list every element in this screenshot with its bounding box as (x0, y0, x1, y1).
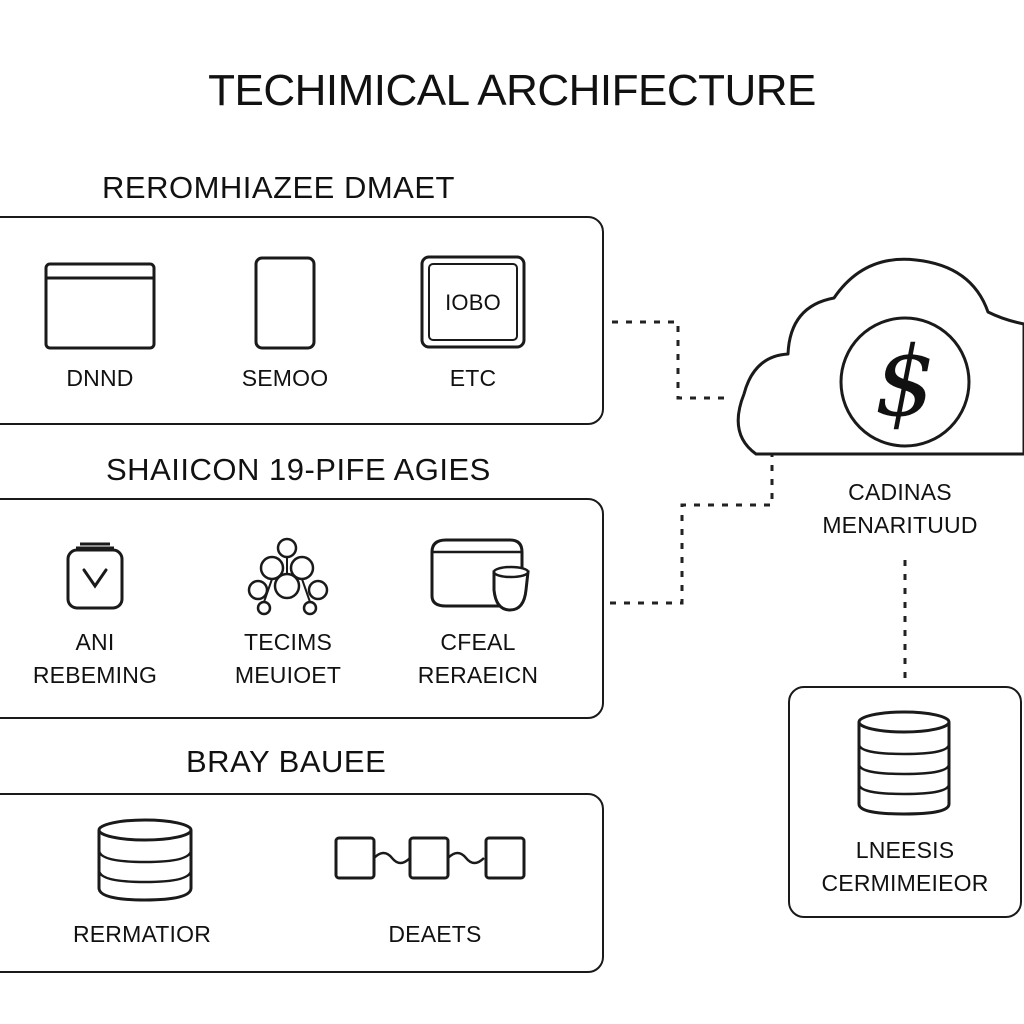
linked-nodes-icon (334, 836, 528, 882)
mobile-device-icon (254, 256, 316, 350)
caption-terminal: ETC (449, 365, 497, 391)
store-panel (788, 686, 1022, 918)
storage-drive-icon (430, 536, 530, 616)
caption-molecule: TECIMS MEUIOET (234, 629, 342, 688)
connector-top-to-cloud (612, 320, 725, 400)
caption-storage: CFEAL RERAEICN (417, 629, 539, 688)
section-label-bottom: BRAY BAUEE (186, 744, 387, 779)
database-cylinder-icon (96, 818, 194, 902)
caption-mobile: SEMOO (241, 365, 329, 391)
terminal-box-icon (420, 255, 526, 349)
section-label-top: REROMHIAZEE DMAET (102, 170, 455, 205)
browser-window-icon (44, 262, 156, 350)
molecule-cluster-icon (244, 538, 334, 618)
shield-container-icon (66, 536, 124, 610)
caption-shield: ANI REBEMING (32, 629, 158, 688)
caption-browser: DNND (66, 365, 134, 391)
connector-middle-to-cloud (610, 455, 774, 605)
caption-linked-nodes: DEAETS (388, 921, 482, 947)
section-panel-bottom (0, 793, 604, 973)
caption-store: LNEESIS CERMIMEIEOR (821, 837, 989, 896)
caption-cloud: CADINAS MENARITUUD (822, 479, 978, 538)
section-label-middle: SHAIICON 19-PIFE AGIES (106, 452, 491, 487)
currency-symbol: $ (874, 326, 936, 438)
diagram-title: TECHIMICAL ARCHIFECTURE (208, 66, 816, 115)
caption-database: RERMATIOR (72, 921, 212, 947)
terminal-box-text: IOBO (445, 290, 501, 315)
database-stack-icon (856, 710, 952, 816)
currency-coin-icon (838, 315, 972, 449)
section-panel-top (0, 216, 604, 425)
